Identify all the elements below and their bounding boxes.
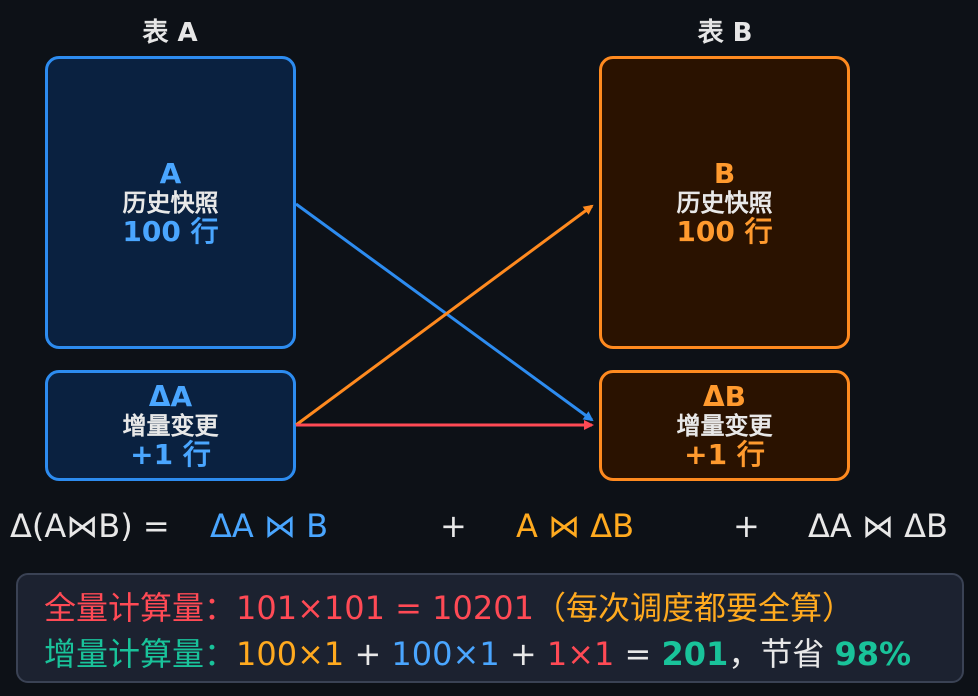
table-b-rows: 100 行 bbox=[676, 214, 773, 248]
formula-plus-2: + bbox=[733, 507, 760, 545]
formula-term-delta-a-join-b: ΔA ⋈ B bbox=[210, 507, 329, 545]
table-b-delta-box: ΔB 增量变更 +1 行 bbox=[599, 370, 850, 481]
inc-term-3: 1×1 bbox=[546, 635, 615, 673]
table-b-title: 表 B bbox=[697, 18, 753, 48]
table-a-name: A bbox=[159, 156, 182, 190]
inc-plus-2: + bbox=[499, 635, 547, 673]
arrow-a-to-delta-b bbox=[295, 202, 594, 422]
table-b-desc: 历史快照 bbox=[676, 188, 773, 217]
table-b-delta-name: ΔB bbox=[702, 379, 746, 413]
formula-lhs: Δ(A⋈B) = bbox=[10, 507, 170, 545]
table-b-name: B bbox=[713, 156, 736, 190]
inc-term-1: 100×1 bbox=[236, 635, 345, 673]
incremental-cost-line: 增量计算量：100×1 + 100×1 + 1×1 = 201，节省 98% bbox=[44, 629, 911, 675]
table-a-desc: 历史快照 bbox=[122, 188, 219, 217]
table-b-delta-rows: +1 行 bbox=[684, 437, 765, 471]
inc-total: 201 bbox=[661, 635, 729, 673]
inc-equals: = bbox=[614, 635, 662, 673]
full-cost-label: 全量计算量： bbox=[44, 589, 237, 627]
full-cost-note: （每次调度都要全算） bbox=[533, 589, 854, 627]
formula-term-a-join-delta-b: A ⋈ ΔB bbox=[516, 507, 635, 545]
table-a-delta-rows: +1 行 bbox=[130, 437, 211, 471]
table-a-delta-name: ΔA bbox=[148, 379, 193, 413]
formula-term-delta-a-join-delta-b: ΔA ⋈ ΔB bbox=[808, 507, 948, 545]
inc-saving: 98% bbox=[834, 635, 912, 673]
formula-plus-1: + bbox=[440, 507, 467, 545]
inc-separator: ，节省 bbox=[728, 635, 835, 673]
inc-cost-label: 增量计算量： bbox=[44, 635, 237, 673]
table-a-rows: 100 行 bbox=[122, 214, 219, 248]
full-cost-expr: 101×101 = 10201 bbox=[236, 589, 534, 627]
table-a-delta-box: ΔA 增量变更 +1 行 bbox=[45, 370, 296, 481]
table-b-snapshot-box: B 历史快照 100 行 bbox=[599, 56, 850, 349]
table-a-snapshot-box: A 历史快照 100 行 bbox=[45, 56, 296, 349]
table-a-delta-desc: 增量变更 bbox=[122, 411, 219, 440]
table-a-title: 表 A bbox=[142, 18, 198, 48]
inc-term-2: 100×1 bbox=[391, 635, 500, 673]
full-cost-line: 全量计算量：101×101 = 10201（每次调度都要全算） bbox=[44, 583, 854, 629]
inc-plus-1: + bbox=[344, 635, 392, 673]
table-b-delta-desc: 增量变更 bbox=[676, 411, 773, 440]
cost-summary-box: 全量计算量：101×101 = 10201（每次调度都要全算） 增量计算量：10… bbox=[16, 573, 964, 683]
arrow-delta-a-to-b bbox=[295, 204, 594, 427]
